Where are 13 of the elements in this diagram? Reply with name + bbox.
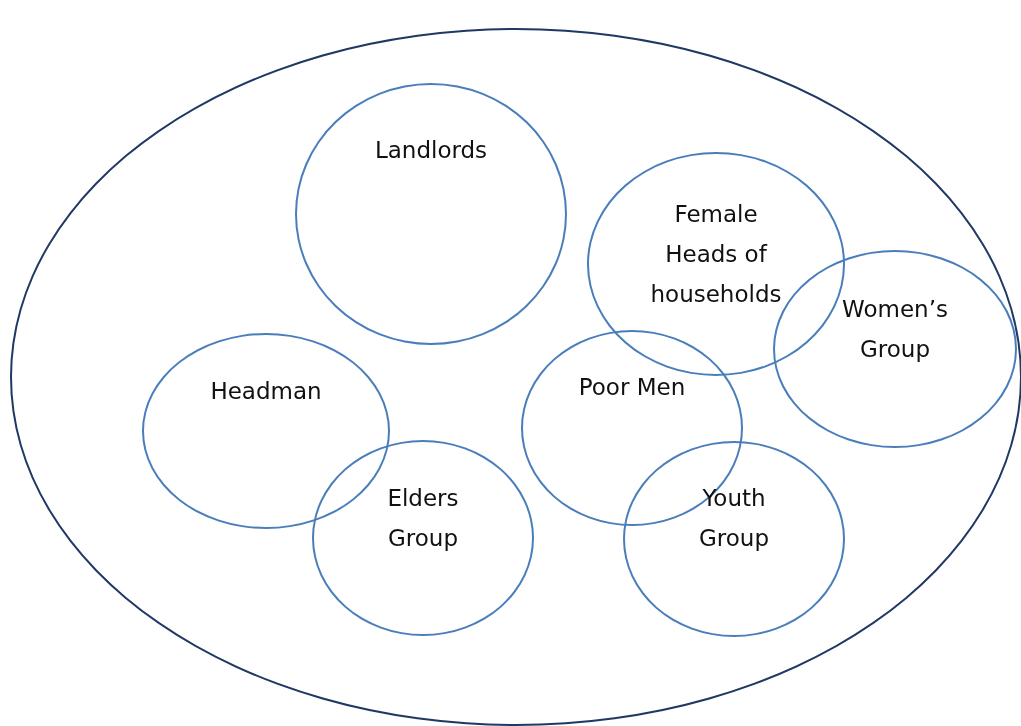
- group-circle: [623, 441, 845, 637]
- group-circle: [312, 440, 534, 636]
- group-circle: [295, 83, 567, 345]
- group-circle: [587, 152, 845, 376]
- group-label: Women’s Group: [841, 295, 949, 364]
- group-label: Elders Group: [386, 484, 460, 553]
- group-label: Poor Men: [577, 373, 687, 402]
- outer-ellipse: [10, 28, 1021, 726]
- group-label: Youth Group: [698, 484, 770, 553]
- group-circle: [142, 333, 390, 529]
- group-label: Headman: [209, 377, 323, 406]
- group-label: Female Heads of households: [649, 200, 783, 309]
- group-label: Landlords: [373, 136, 489, 165]
